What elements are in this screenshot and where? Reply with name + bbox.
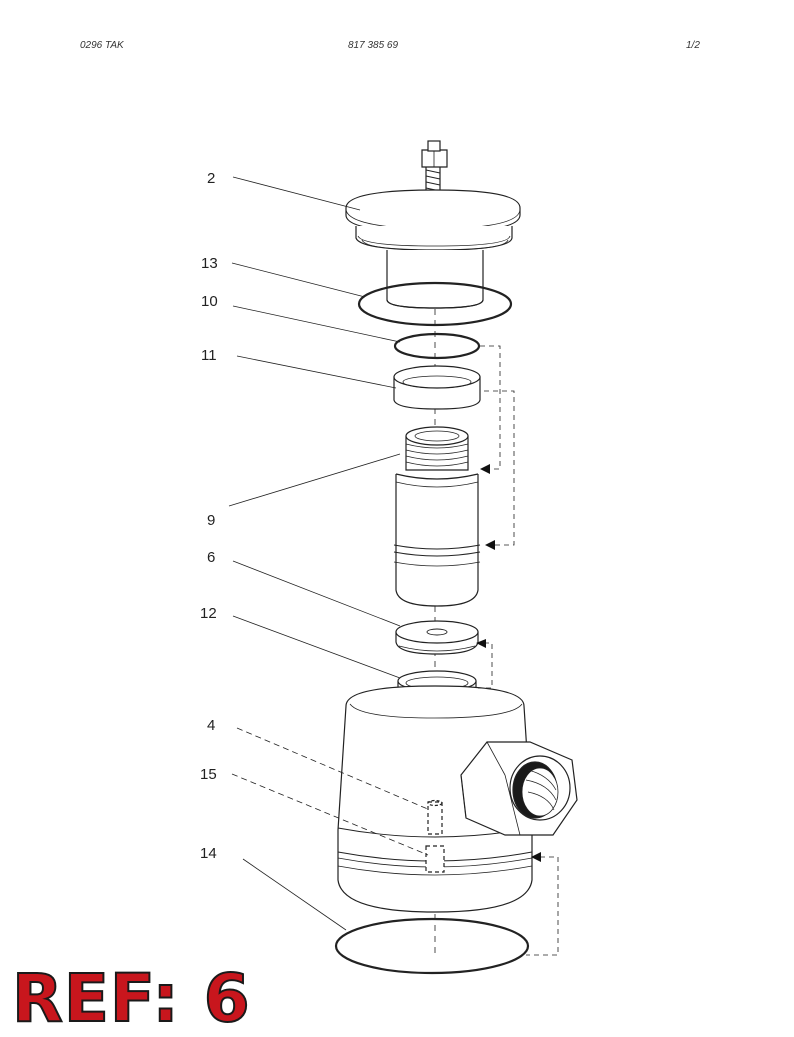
part-11-bushing	[393, 365, 481, 410]
part-13-large-o-ring	[357, 281, 513, 327]
callout-2: 2	[207, 170, 215, 187]
callout-10: 10	[201, 293, 218, 310]
callout-14: 14	[200, 845, 217, 862]
part-6-valve-disc	[395, 620, 479, 655]
header-part-number: 817 385 69	[348, 40, 399, 51]
callout-15: 15	[200, 766, 217, 783]
leader-lines	[228, 176, 431, 931]
callout-12: 12	[200, 605, 217, 622]
callout-13: 13	[201, 255, 218, 272]
callout-labels: 2 13 10 11 9 6 12 4 15 14	[200, 170, 218, 862]
header-page-number: 1/2	[686, 40, 700, 51]
part-15-plug	[425, 845, 445, 873]
callout-9: 9	[207, 512, 215, 529]
part-10-small-o-ring	[393, 332, 481, 360]
assembly-brackets	[478, 345, 559, 956]
valve-body	[337, 685, 578, 913]
part-4-pin	[427, 801, 443, 835]
callout-11: 11	[201, 347, 217, 364]
reference-label: REF: 6	[11, 960, 251, 1037]
bracket-arrows	[476, 464, 541, 862]
part-14-bottom-o-ring	[334, 917, 530, 975]
part-9-threaded-insert	[393, 426, 481, 607]
callout-4: 4	[207, 717, 215, 734]
header-left-code: 0296 TAK	[80, 40, 124, 51]
callout-6: 6	[207, 549, 215, 566]
